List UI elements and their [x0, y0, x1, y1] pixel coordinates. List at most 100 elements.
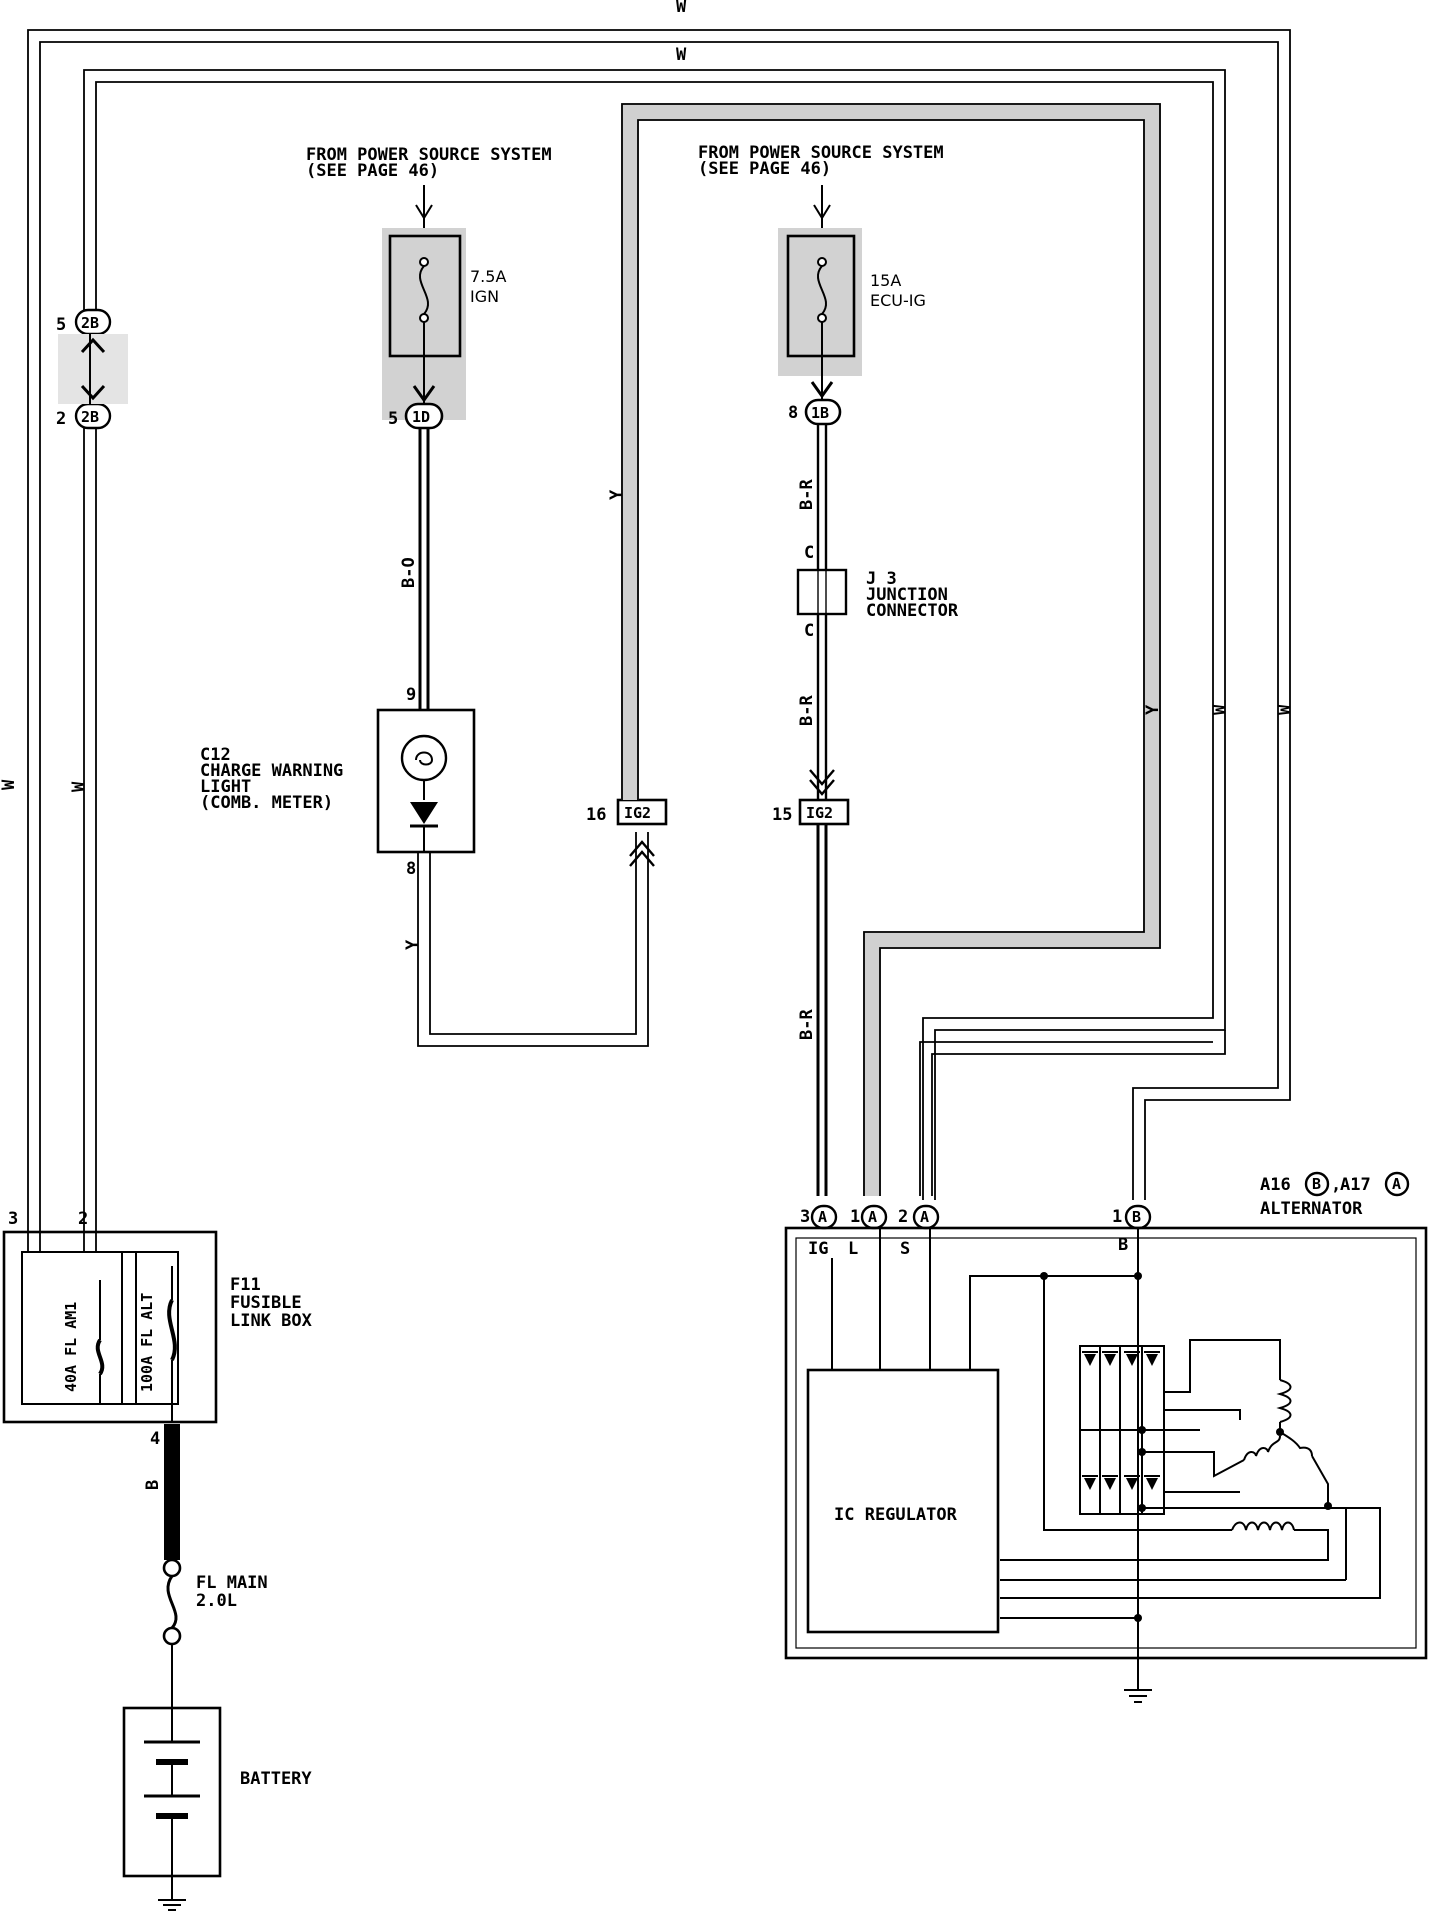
- wire-s-terminal: [919, 1030, 1226, 1196]
- wire-color-b-r-1: B-R: [797, 479, 817, 510]
- f11-pin-2: 2: [78, 1209, 88, 1229]
- connector-1b: 1B 8: [788, 398, 842, 426]
- fuse-ecu-rating: 15A: [870, 271, 901, 290]
- svg-text:2B: 2B: [81, 314, 99, 332]
- wire-color-b-r-2: B-R: [797, 695, 817, 726]
- c12-label-2: LIGHT: [200, 777, 251, 797]
- svg-text:B: B: [1132, 1208, 1141, 1226]
- c12-label-1: CHARGE WARNING: [200, 761, 343, 781]
- connector-2b-shade: [58, 334, 128, 404]
- terminal-s: 2 A S: [898, 1204, 940, 1259]
- c12-pin-9: 9: [406, 685, 416, 705]
- junction-id: J 3: [866, 569, 897, 589]
- terminal-b: 1 B B: [1112, 1204, 1152, 1255]
- power-source-left-line2: (SEE PAGE 46): [306, 161, 439, 181]
- svg-text:A: A: [868, 1208, 877, 1226]
- f11-pin-3: 3: [8, 1209, 18, 1229]
- svg-text:5: 5: [388, 409, 398, 429]
- wire-b-heavy: [164, 1424, 180, 1560]
- wire-color-w-left-outer: W: [0, 779, 19, 790]
- svg-text:3: 3: [800, 1207, 810, 1227]
- svg-text:A: A: [920, 1208, 929, 1226]
- svg-text:8: 8: [788, 403, 798, 423]
- wire-color-b-o: B-O: [399, 557, 419, 588]
- battery: [122, 1706, 222, 1911]
- fl-main-fuse: [162, 1558, 182, 1708]
- svg-text:1: 1: [850, 1207, 860, 1227]
- svg-text:2: 2: [56, 409, 66, 429]
- wire-y-c12-to-ig2: [417, 832, 655, 1047]
- connector-1d: 1D 5: [388, 402, 444, 430]
- wire-b-r-middle: [809, 614, 835, 800]
- fuse-15a-ecu-ig: [778, 185, 862, 400]
- svg-text:1B: 1B: [811, 404, 829, 422]
- svg-text:15: 15: [772, 805, 792, 825]
- svg-text:IG2: IG2: [624, 804, 651, 822]
- charge-warning-light: [376, 708, 476, 854]
- svg-text:IG2: IG2: [806, 804, 833, 822]
- connector-ig2-right: IG2 15: [772, 798, 850, 826]
- wire-color-y-c12: Y: [403, 939, 423, 950]
- svg-text:2: 2: [898, 1207, 908, 1227]
- fuse-7-5a-ign: [382, 185, 466, 420]
- fuse-ign-rating: 7.5A: [470, 267, 506, 286]
- terminal-l: 1 A L: [848, 1204, 888, 1259]
- svg-text:L: L: [848, 1239, 858, 1259]
- alternator-id: A16 B , A17 A: [1260, 1171, 1410, 1197]
- connector-2b-top: 2B 5: [56, 308, 112, 336]
- wire-w-outer: [27, 29, 1291, 1232]
- fl-main-label-2: 2.0L: [196, 1591, 237, 1611]
- fusible-link-box: 40A FL AM1 100A FL ALT 3 2 4: [2, 1209, 218, 1449]
- wire-color-w-left-inner: W: [69, 781, 89, 792]
- junction-pin-top: C: [804, 543, 814, 563]
- alternator-id-a17-conn: A: [1392, 1175, 1401, 1193]
- ic-regulator-label: IC REGULATOR: [834, 1505, 958, 1525]
- power-source-right-line1: FROM POWER SOURCE SYSTEM: [698, 143, 944, 163]
- connector-2b-bottom: 2B 2: [56, 402, 112, 430]
- wire-color-y-left: Y: [607, 489, 627, 500]
- wire-color-y-right: Y: [1143, 704, 1163, 715]
- connector-2b-arrows: [80, 337, 106, 401]
- svg-text:1D: 1D: [412, 408, 430, 426]
- svg-text:1: 1: [1112, 1207, 1122, 1227]
- junction-label-2: CONNECTOR: [866, 601, 959, 621]
- f11-label-2: LINK BOX: [230, 1311, 313, 1331]
- connector-ig2-left: IG2 16: [586, 798, 668, 826]
- svg-text:16: 16: [586, 805, 606, 825]
- wire-color-w-right-outer: W: [1275, 704, 1295, 715]
- svg-text:B: B: [1118, 1235, 1128, 1255]
- wire-color-b-r-3: B-R: [797, 1009, 817, 1040]
- fuse-ign-name: IGN: [470, 287, 499, 306]
- wire-b-r-upper: [816, 424, 828, 570]
- fuse-ecu-name: ECU-IG: [870, 291, 926, 310]
- junction-connector-j3: [796, 568, 848, 616]
- alternator-id-sep: ,: [1331, 1175, 1341, 1195]
- fl-main-label-1: FL MAIN: [196, 1573, 268, 1593]
- wire-y-ig2-to-alternator-l: [621, 103, 1161, 1196]
- c12-pin-8: 8: [406, 859, 416, 879]
- alternator-label: ALTERNATOR: [1260, 1199, 1363, 1219]
- wire-color-b: B: [143, 1480, 163, 1490]
- power-source-left-line1: FROM POWER SOURCE SYSTEM: [306, 145, 552, 165]
- svg-text:2B: 2B: [81, 408, 99, 426]
- alternator-id-a17: A17: [1340, 1175, 1371, 1195]
- junction-pin-bottom: C: [804, 621, 814, 641]
- junction-label-1: JUNCTION: [866, 585, 948, 605]
- alternator-id-a16: A16: [1260, 1175, 1291, 1195]
- svg-text:5: 5: [56, 315, 66, 335]
- svg-text:IG: IG: [808, 1239, 828, 1259]
- wire-color-w-second: W: [676, 45, 687, 65]
- power-source-right-line2: (SEE PAGE 46): [698, 159, 831, 179]
- f11-label-1: FUSIBLE: [230, 1293, 302, 1313]
- battery-label: BATTERY: [240, 1769, 312, 1789]
- wire-b-o: [418, 428, 430, 710]
- alternator-id-a16-conn: B: [1312, 1175, 1321, 1193]
- terminal-ig: 3 A IG: [800, 1204, 838, 1259]
- alternator-body: [784, 1226, 1428, 1703]
- wire-w-inner: [83, 69, 1226, 1232]
- svg-text:S: S: [900, 1239, 910, 1259]
- svg-text:A: A: [818, 1208, 827, 1226]
- f11-pin-4: 4: [150, 1429, 160, 1449]
- f11-id: F11: [230, 1275, 261, 1295]
